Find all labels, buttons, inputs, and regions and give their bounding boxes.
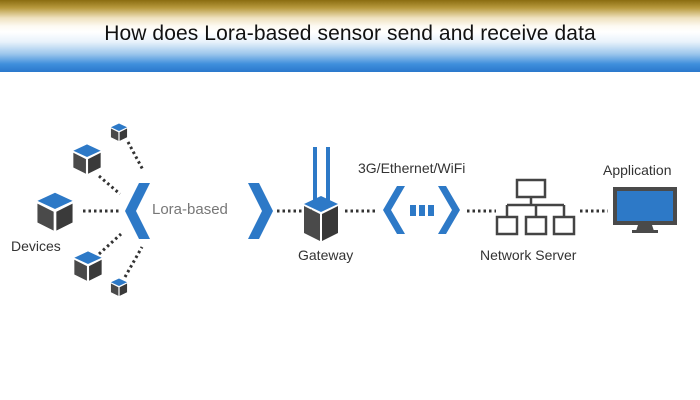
gateway-label: Gateway (298, 247, 354, 263)
device-cube-icon (74, 251, 102, 281)
gateway-router-icon (304, 147, 338, 241)
lora-left-chevron-icon (125, 183, 150, 239)
monitor-icon (613, 187, 677, 233)
network-server-label: Network Server (480, 247, 577, 263)
device-cube-icon (37, 192, 73, 231)
device-cube-icon (110, 278, 128, 296)
lora-label: Lora-based (152, 201, 228, 218)
bidirectional-arrow-icon (383, 186, 460, 234)
devices-label: Devices (11, 238, 61, 254)
page-title: How does Lora-based sensor send and rece… (104, 22, 596, 45)
title-banner: How does Lora-based sensor send and rece… (0, 0, 700, 72)
backhaul-label: 3G/Ethernet/WiFi (358, 160, 466, 176)
device-cube-icon (110, 123, 128, 141)
network-tree-icon (495, 178, 576, 236)
lora-right-chevron-icon (248, 183, 273, 239)
application-label: Application (603, 162, 672, 178)
device-links (83, 141, 145, 278)
device-cube-icon (73, 144, 101, 174)
